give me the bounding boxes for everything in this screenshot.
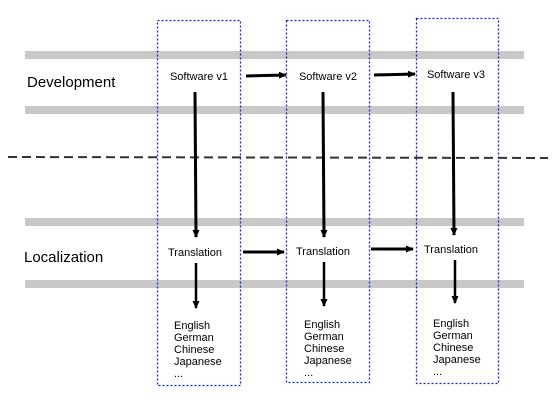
language-item: ... bbox=[433, 366, 442, 378]
software-v3-node: Software v3 bbox=[427, 69, 485, 81]
language-list-3: English German Chinese Japanese ... bbox=[433, 318, 484, 378]
version-column-1 bbox=[156, 19, 242, 387]
arrow-v2-to-translation bbox=[320, 91, 328, 238]
track-label-localization: Localization bbox=[24, 249, 103, 266]
version-column-2 bbox=[285, 19, 371, 384]
language-item: German bbox=[304, 331, 344, 343]
language-item: Japanese bbox=[433, 354, 481, 366]
software-v2-node: Software v2 bbox=[299, 71, 357, 83]
language-item: Japanese bbox=[174, 356, 222, 368]
language-list-2: English German Chinese Japanese ... bbox=[304, 319, 355, 379]
localization-band-top bbox=[25, 218, 524, 226]
translation-node-2: Translation bbox=[296, 246, 350, 258]
arrow-v1-to-translation bbox=[192, 91, 200, 238]
language-item: Chinese bbox=[304, 343, 344, 355]
arrow-v1-to-v2 bbox=[245, 71, 287, 79]
language-item: ... bbox=[174, 368, 183, 380]
development-band-bottom bbox=[25, 106, 524, 114]
version-column-3 bbox=[415, 17, 500, 385]
track-divider bbox=[7, 156, 549, 159]
localization-band-bottom bbox=[25, 280, 524, 288]
arrow-v3-to-translation bbox=[450, 91, 458, 236]
language-item: ... bbox=[304, 367, 313, 379]
development-band-top bbox=[25, 51, 524, 59]
language-item: English bbox=[433, 318, 469, 330]
translation-node-1: Translation bbox=[168, 247, 222, 259]
language-item: German bbox=[174, 332, 214, 344]
language-item: Japanese bbox=[304, 355, 352, 367]
arrow-v2-to-v3 bbox=[373, 70, 416, 78]
language-item: Chinese bbox=[174, 344, 214, 356]
software-v1-node: Software v1 bbox=[170, 71, 228, 83]
language-list-1: English German Chinese Japanese ... bbox=[174, 320, 225, 380]
track-label-development: Development bbox=[27, 74, 116, 91]
translation-node-3: Translation bbox=[424, 244, 478, 256]
language-item: English bbox=[174, 320, 210, 332]
language-item: Chinese bbox=[433, 342, 473, 354]
language-item: German bbox=[433, 330, 473, 342]
language-item: English bbox=[304, 319, 340, 331]
